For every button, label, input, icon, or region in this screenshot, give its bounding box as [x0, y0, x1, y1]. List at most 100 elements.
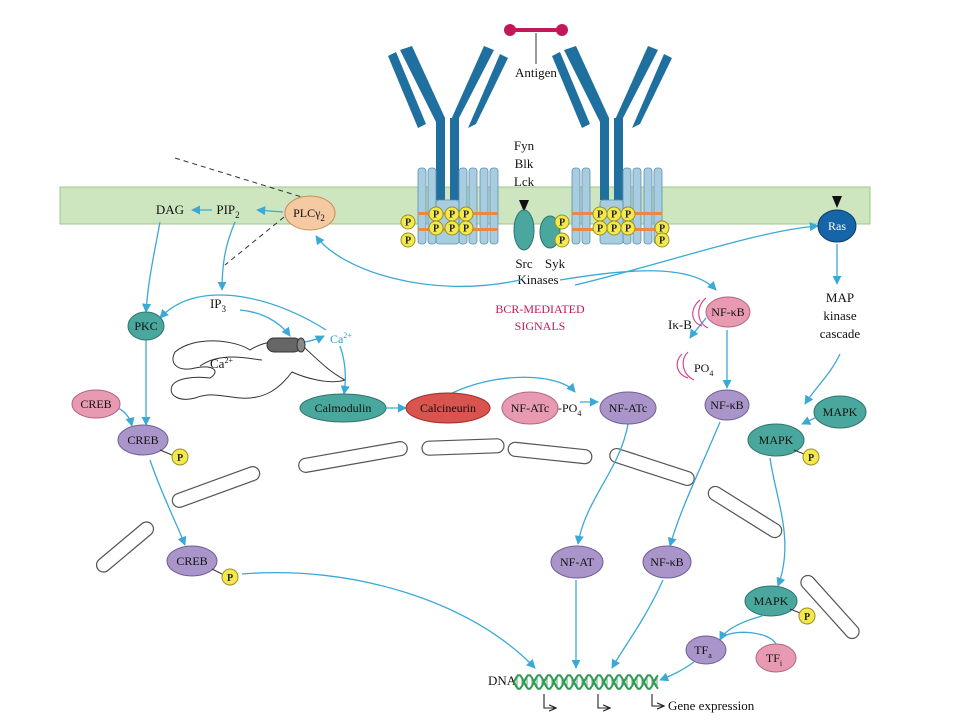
- phosphate-label: P: [611, 210, 617, 221]
- map-cascade-line3: cascade: [820, 326, 861, 341]
- arrow-mapk-to-mapkp: [801, 416, 816, 425]
- arrow-nfkb-to-nuclear: [667, 421, 721, 547]
- dashed-guide: [174, 157, 306, 199]
- mapk-active-label: MAPK: [759, 433, 794, 447]
- arrow-mapk-to-tfa: [719, 615, 763, 641]
- arrow-creb-to-crebp: [117, 407, 135, 427]
- creb-nuclear-node: CREB P: [166, 545, 239, 586]
- gene-expression-label: Gene expression: [668, 698, 755, 713]
- arrow-creb-to-dna: [241, 571, 536, 669]
- mapk-nuclear-label: MAPK: [754, 594, 789, 608]
- arrow-kinase-to-nfkb: [559, 270, 717, 291]
- ras-node: Ras: [817, 196, 857, 243]
- kinases-caption: Kinases: [517, 272, 558, 287]
- calcium-channel: [266, 337, 306, 353]
- kinase-lck-label: Lck: [514, 174, 535, 189]
- phosphate-label: P: [405, 236, 411, 247]
- phosphate-circle: [458, 220, 474, 236]
- antigen-label: Antigen: [515, 65, 557, 80]
- ca-er-label: Ca2+: [210, 356, 233, 371]
- transcription-arrows: [543, 694, 664, 708]
- arc-tfi-tfa: [719, 631, 777, 645]
- arrow-cascade-to-mapk: [804, 353, 841, 405]
- dashed-guide: [224, 199, 306, 266]
- ip3-label: IP3: [210, 296, 227, 314]
- arrow-calcineurin-to-nfatc: [449, 376, 576, 395]
- ca-cytosol-label: Ca2+: [330, 331, 352, 346]
- dna-label: DNA: [488, 673, 517, 688]
- bcr-left: [388, 46, 508, 200]
- arrow-ca-to-calmodulin: [339, 345, 350, 395]
- phosphate-label: P: [611, 224, 617, 235]
- arrow-pip2-to-ip3: [217, 221, 236, 291]
- phosphate-label: P: [625, 210, 631, 221]
- antigen-molecule: [504, 24, 568, 64]
- ikb-phosphorylated: PO4: [676, 351, 713, 381]
- arrow-ca-to-pkc: [159, 294, 327, 331]
- arrow-tfa-to-dna: [659, 661, 695, 682]
- phosphate-label: P: [449, 210, 455, 221]
- pkc-node: PKC: [127, 311, 165, 341]
- nfkb-free-node: NF-κB: [704, 389, 750, 421]
- map-cascade-line1: MAP: [826, 290, 854, 305]
- phosphate-label: P: [625, 224, 631, 235]
- arrow-channel-to-ca: [304, 335, 325, 344]
- tfa-label: TFa: [694, 643, 712, 660]
- nfkb-nuclear-label: NF-κB: [650, 555, 683, 569]
- dag-label: DAG: [156, 202, 184, 217]
- bcr-title-line2: SIGNALS: [515, 319, 566, 333]
- phosphate-circle: [400, 214, 416, 230]
- phosphate-label: P: [659, 236, 665, 247]
- er-membrane: [170, 340, 347, 400]
- syk-label: Syk: [545, 256, 566, 271]
- ikb-po4-label: PO4: [694, 361, 713, 378]
- mapk-phosphate: P: [808, 453, 814, 464]
- tfi-label: TFi: [766, 651, 783, 668]
- phosphate-label: P: [559, 218, 565, 229]
- dna-helix: [513, 674, 659, 690]
- bcr-title-line1: BCR-MEDIATED: [495, 302, 585, 316]
- creb-active-label: CREB: [127, 433, 158, 447]
- creb-nuclear-label: CREB: [176, 554, 207, 568]
- ras-label: Ras: [828, 219, 846, 233]
- nfatc-phosphorylated-node: NF-ATc -PO4: [501, 391, 581, 425]
- arrow-ikb: [689, 317, 707, 339]
- phosphate-circle: [654, 232, 670, 248]
- calmodulin-label: Calmodulin: [315, 401, 372, 415]
- nfatc-active-node: NF-ATc: [599, 391, 657, 425]
- phosphate-circle: [400, 232, 416, 248]
- creb-active-node: CREB P: [117, 424, 189, 466]
- plc-gamma2-node: PLCγ2: [284, 195, 336, 231]
- ikb-label: Iκ-B: [668, 317, 692, 332]
- phosphate-label: P: [433, 224, 439, 235]
- phosphate-label: P: [433, 210, 439, 221]
- phosphate-label: P: [463, 210, 469, 221]
- arrow-kinase-to-plc: [315, 235, 521, 287]
- pkc-label: PKC: [134, 319, 157, 333]
- src-label: Src: [515, 256, 533, 271]
- nfat-nuclear-node: NF-AT: [550, 545, 604, 579]
- phosphate-label: P: [597, 210, 603, 221]
- nfat-nuclear-label: NF-AT: [560, 555, 595, 569]
- kinase-blk-label: Blk: [515, 156, 534, 171]
- kinase-fyn-label: Fyn: [514, 138, 535, 153]
- phosphate-circle: [554, 232, 570, 248]
- mapk-nuclear-node: MAPK P: [744, 585, 816, 625]
- arrow-mapk-to-nuclear: [769, 457, 786, 587]
- mapk-inactive-node: MAPK: [813, 395, 867, 429]
- src-kinase-shape: [513, 200, 535, 251]
- bcr-right: [552, 46, 672, 200]
- nfkb-bound-label: NF-κB: [711, 305, 744, 319]
- arrow-ip3-to-channel: [239, 309, 291, 337]
- creb-phosphate: P: [177, 453, 183, 464]
- mapk-active-node: MAPK P: [747, 423, 820, 466]
- phosphate-label: P: [405, 218, 411, 229]
- nuclear-envelope: [95, 438, 860, 640]
- map-cascade-line2: kinase: [823, 308, 856, 323]
- er-fold: [199, 356, 263, 367]
- arrow-plc-to-pip2: [256, 206, 284, 216]
- phosphate-circle: [554, 214, 570, 230]
- nfkb-nuclear-node: NF-κB: [642, 545, 692, 579]
- arrow-creb-to-nuclear-creb: [149, 459, 187, 546]
